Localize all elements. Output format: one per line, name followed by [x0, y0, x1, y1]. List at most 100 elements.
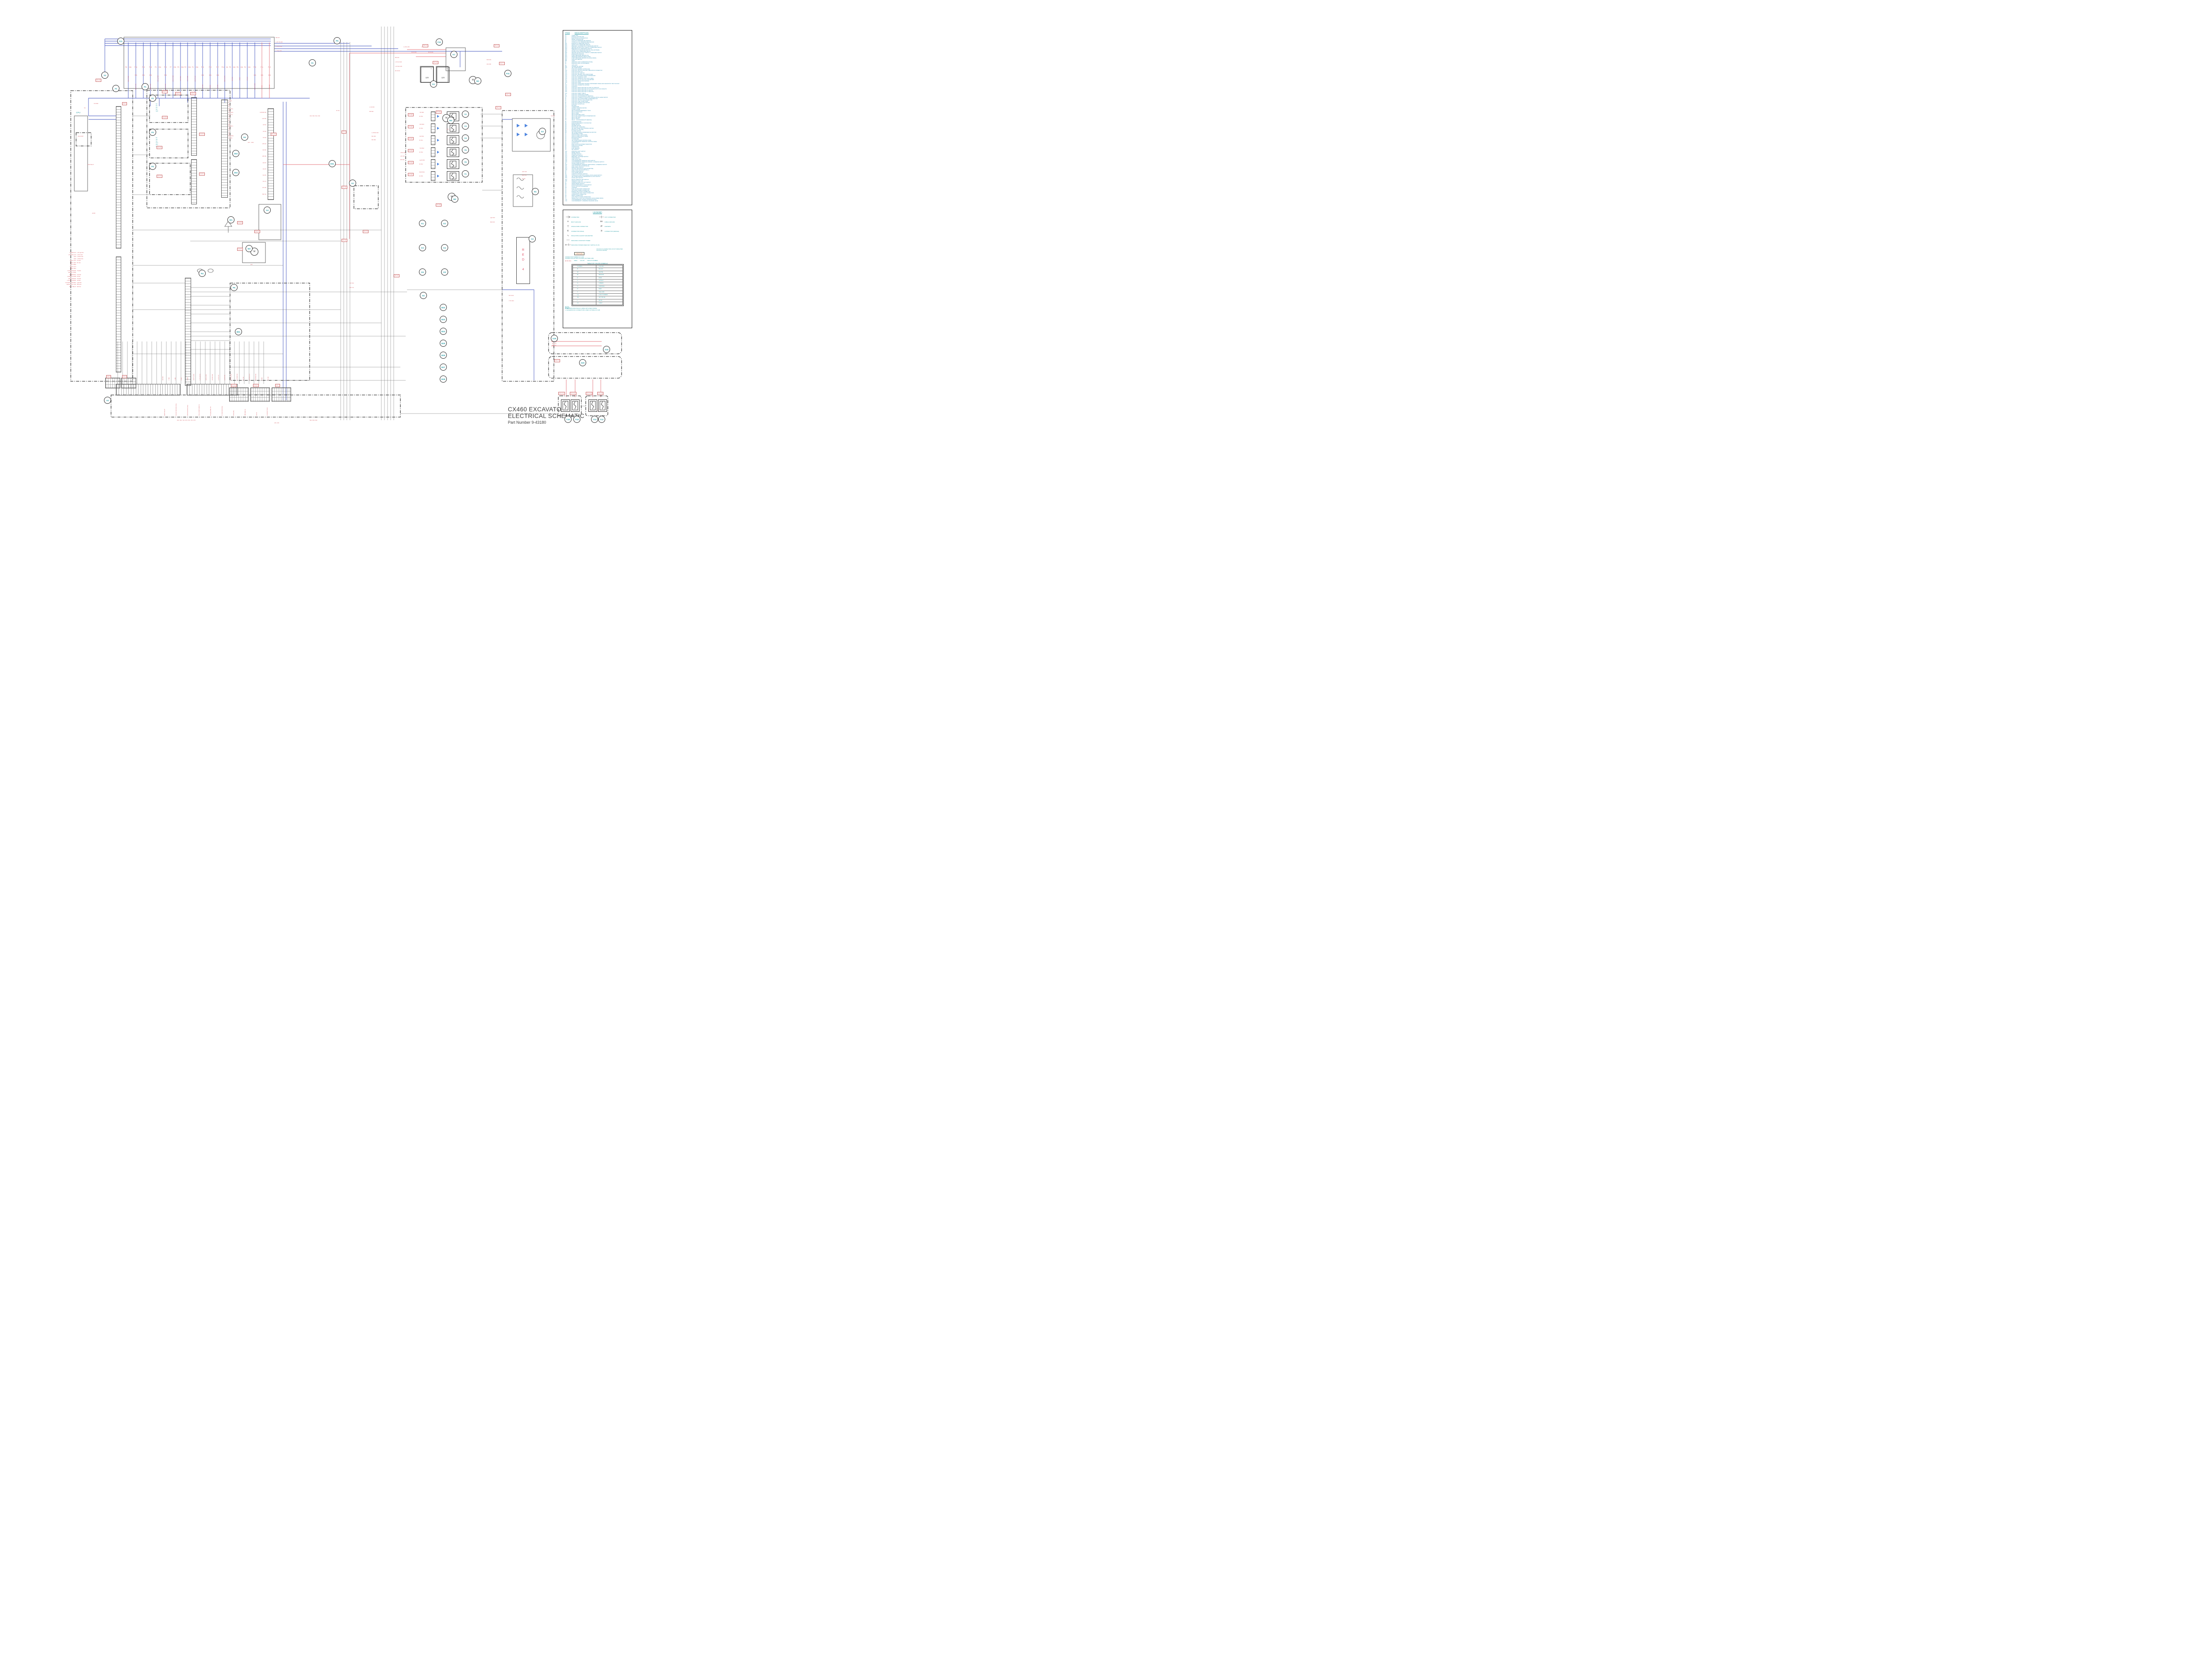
color-row: B BLACK: [572, 268, 622, 271]
wire-label: 60 R 200: [411, 51, 417, 53]
component-callout: Y5: [462, 146, 469, 153]
component-callout: B27: [440, 364, 447, 371]
wire-label: 1.25 BG 602: [372, 132, 379, 134]
component-callout: K2: [441, 220, 448, 227]
cn14-wire: LW 972: [262, 162, 266, 164]
legend-entry: ≡ BOOT GROUND: [565, 220, 597, 225]
a2-wire-label: 0.85 LG 507: [206, 374, 207, 380]
color-table-header: SYMBOL COLOR: [573, 265, 622, 268]
item-row: M4. WASHER MOTOR: [565, 125, 581, 126]
cna0-grid: [229, 387, 249, 402]
item-row: F16. FUSE 15A; WORKING LIGHT (NOT USED): [565, 78, 594, 79]
component-callout: Y15: [565, 416, 572, 423]
item-row: M1. STARTER MOTOR: [565, 121, 581, 123]
red-wires: [261, 42, 602, 397]
a1-signal: GND 1.25 BG 601: [73, 258, 84, 260]
legend-symbol-icon: ⊏: [567, 230, 569, 233]
component-callout: Y13: [591, 416, 598, 423]
component-callout: P2: [149, 95, 156, 102]
legend-symbol-icon: ∿: [567, 234, 569, 237]
item-row: G2. ALTERNATOR: [565, 106, 579, 107]
fuse: F4 10A VR 240: [244, 66, 251, 80]
legend-symbol-icon: o─1─: [565, 243, 571, 246]
diode-icon: [437, 127, 439, 130]
component-callout: S54: [232, 169, 239, 176]
component-callout: B24: [440, 328, 447, 335]
component-callout: B23: [440, 316, 447, 323]
item-row: X9. ANTI-THEFT SYSTEM CONNECTOR: [565, 196, 591, 198]
connector-label: CN 14: [271, 133, 276, 136]
item-row: M9. AIR CONDITIONER CONDENSER FAN MOTOR: [565, 131, 596, 133]
a1-signal: POWER 24V 1.25 LgR 351: [69, 252, 84, 253]
cn14-wire: GrR 520: [262, 118, 266, 120]
item-row: S25. ONE TOUCH MULTIPURPOSE (L): [565, 169, 589, 171]
item-row: F5. FUSE 10A; AIR CONDITIONER CONDENSER …: [565, 98, 598, 100]
component-callout: G2: [539, 128, 546, 135]
connector-label: CN 23: [394, 274, 399, 277]
component-callout: S19: [551, 335, 558, 342]
item-row: S15. HORN SWITCH: [565, 157, 580, 159]
fuse: F18 15A 0.85BrR 360: [149, 66, 152, 90]
wire-code-example: 60 B 001: [565, 260, 572, 262]
component-callout: W1: [227, 216, 234, 223]
component-callout: E51: [329, 160, 336, 167]
component-callout: Y2: [462, 111, 469, 118]
legend-symbol-icon: ///: [600, 225, 603, 228]
fuse: F13 20A 1.25 LW 340: [164, 66, 167, 90]
legend-symbol-icon: ≡: [567, 220, 569, 223]
wire-label: 2 B 700: [400, 155, 405, 157]
solenoid-valve-icon: [447, 135, 459, 145]
solenoid-valve-icon: [561, 399, 570, 412]
cn5-lower-pin-strip: [116, 257, 121, 372]
solenoid-valve-icon: [571, 399, 580, 412]
wire-label: BP 690: [369, 111, 374, 112]
cpu-label: CPU: [76, 111, 81, 114]
a2-wire-label: 0.85 YG 506: [193, 374, 195, 380]
wire-color: LR: [228, 130, 230, 131]
wire-label: 24V - 10W: [248, 142, 254, 143]
wire-color: BrG: [228, 104, 230, 106]
wire-code-circuit: CIRCUIT NUMBER: [587, 260, 598, 262]
connector-label: CN P7: [157, 175, 162, 178]
cn5-pin-strip: [116, 106, 121, 249]
item-row: S21. ONE TOUCH MULTIPURPOSE (R): [565, 165, 590, 167]
solenoid-valve-icon: [447, 159, 459, 169]
component-callout: M4: [447, 117, 454, 124]
item-row: B1. COOLANT TEMPERATURE SENSOR: [565, 40, 591, 42]
wire-label: 24V: [447, 128, 449, 130]
item-row: F31. FUSE 10A; COUNTERWEIGHT REMOVAL: [565, 95, 594, 97]
a2-wire-label: 0.85 WV 472: [249, 374, 250, 380]
item-row: K6. RELAY-AIR CONDITIONER CONDENSER FAN: [565, 115, 596, 117]
component-callout: K4: [441, 244, 448, 251]
component-callout: X3: [101, 72, 108, 79]
wire-color: OG (GY): [228, 114, 233, 115]
solenoid-valve-icon: [588, 399, 597, 412]
item-header: ITEM: [565, 32, 570, 34]
cn3-grid: [105, 378, 120, 388]
fuse: F15 15A 0.85VR 370: [142, 66, 145, 89]
cna1-grid: [250, 387, 270, 402]
item-row: B44. PUMP PRESSURE SENSOR (P2) (BLUE BAN…: [565, 58, 596, 59]
cn14-wire: YR 522: [262, 130, 266, 132]
item-row: B23. BREAKER / CRUSHER PILOT PRESSURE SW…: [565, 45, 599, 47]
item-row: F20. FUSE 10A; CIGARETTE LIGHTER: [565, 84, 589, 86]
connector-label: CN U10: [586, 392, 592, 395]
a1-signal: PWM 2 RET: [70, 268, 76, 269]
wire-label: 240, 446: [274, 422, 279, 424]
item-rows: A1. COMPUTER A2. ENGINE CONTROLLER A3. E…: [565, 35, 631, 201]
color-row: Lg LIGHT GREEN: [572, 293, 622, 296]
connector-label: CN P8: [162, 116, 168, 119]
connector-label: CN P9: [157, 146, 162, 149]
item-row: S12. WASHER SWITCH: [565, 153, 581, 155]
wire-label: BrR 543: [522, 174, 527, 176]
wire-color: PW: [228, 118, 230, 119]
wire-label: 010, 540, 541, 543: [310, 115, 320, 117]
item-row: E2. WORKING LIGHT (ATTACHMENT): [565, 63, 590, 65]
item-row: B27. TRAVEL PILOT PRESSURE SWITCH: [565, 51, 591, 53]
da-label: D/A 8 BIT: [78, 135, 84, 137]
item-row: F4. FUSE 10A; HYDRAULIC FUNCTION CANCELL…: [565, 96, 608, 98]
item-row: B42. PUMP PRESSURE SENSOR (P1): [565, 55, 589, 57]
a1-signal: SWING SHUT OFF BrW 804: [66, 284, 81, 285]
item-row: S18. COUNTERWEIGHT REMOVAL MAIN SWITCH: [565, 160, 595, 161]
item-row: S11. WIPER SWITCH: [565, 152, 580, 153]
